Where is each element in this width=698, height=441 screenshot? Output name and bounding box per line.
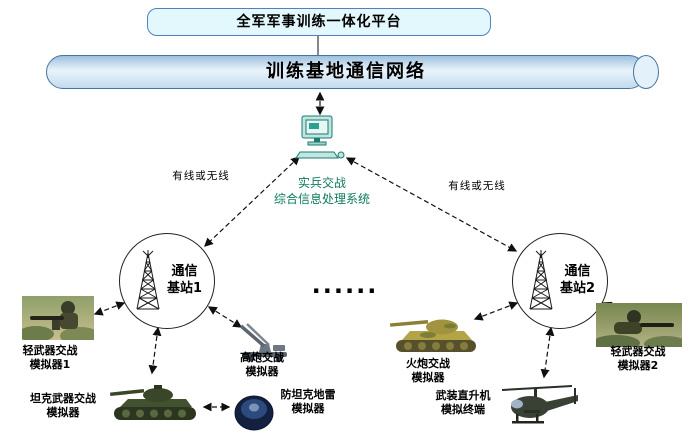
helicopter-simulator-label: 武装直升机 模拟终端 [435, 389, 491, 417]
connector-station1-tank [148, 326, 162, 375]
connector-system-station2 [345, 157, 518, 252]
base-station-1: 通信 基站1 [119, 233, 215, 329]
aa-gun-simulator-label: 高炮交战 模拟器 [240, 351, 284, 379]
network-cylinder-endcap [633, 55, 659, 89]
platform-title: 全军军事训练一体化平台 [236, 13, 402, 30]
link-label-right: 有线或无线 [448, 180, 506, 192]
connector-system-station1 [204, 156, 300, 247]
artillery-simulator-label: 火炮交战 模拟器 [406, 357, 450, 385]
network-title: 训练基地通信网络 [266, 61, 426, 83]
helicopter-simulator-image [500, 380, 582, 440]
tank-simulator-label: 坦克武器交战 模拟器 [30, 392, 96, 420]
antenna-tower-icon [529, 250, 553, 310]
antenna-tower-icon [136, 250, 160, 310]
landmine-simulator-image [233, 392, 275, 436]
soldier-photo [592, 303, 688, 352]
tank-photo [109, 385, 196, 420]
base-station-2-label: 通信 基站2 [559, 264, 596, 296]
soldier-photo [18, 296, 100, 345]
light-weapon-simulator-1-label: 轻武器交战 模拟器1 [22, 344, 78, 372]
tank-simulator-image [108, 376, 200, 430]
artillery-simulator-image [388, 308, 480, 362]
landmine-photo [234, 395, 274, 431]
link-label-left: 有线或无线 [172, 170, 230, 182]
network-cylinder: 训练基地通信网络 [46, 55, 646, 89]
landmine-simulator-label: 防坦克地雷 模拟器 [280, 388, 336, 416]
aa-gun-photo [239, 323, 287, 362]
base-station-1-label: 通信 基站1 [166, 264, 203, 296]
connector-station2-artillery [473, 301, 519, 321]
light-weapon-simulator-2-label: 轻武器交战 模拟器2 [610, 345, 666, 373]
platform-box: 全军军事训练一体化平台 [147, 8, 491, 36]
light-weapon-simulator-1-image [18, 296, 100, 345]
aa-gun-simulator-image [233, 320, 297, 366]
base-station-2: 通信 基站2 [512, 233, 608, 329]
light-weapon-simulator-2-image [592, 303, 688, 352]
connector-station1-lightweapon1 [93, 301, 126, 316]
processing-system [294, 114, 346, 164]
processing-system-label: 实兵交战 综合信息处理系统 [273, 176, 370, 206]
helicopter-photo [501, 385, 578, 424]
connector-station1-aagun [207, 306, 243, 328]
artillery-photo [389, 319, 476, 352]
computer-icon [295, 115, 345, 159]
connector-station2-helicopter [540, 326, 555, 379]
ellipsis: ...... [311, 271, 379, 299]
